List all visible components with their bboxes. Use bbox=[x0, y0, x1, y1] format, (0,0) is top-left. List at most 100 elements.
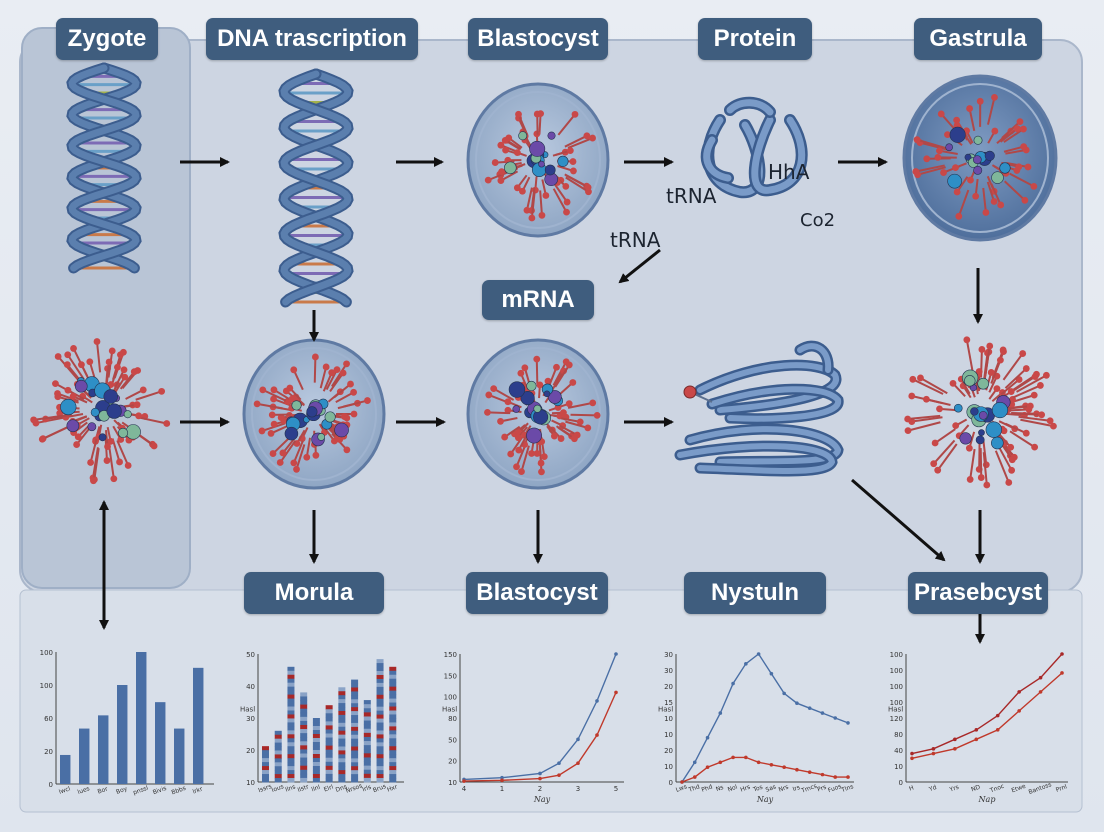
bar-segment bbox=[376, 706, 384, 712]
series-point bbox=[680, 780, 684, 784]
bar-segment bbox=[376, 663, 384, 668]
bar bbox=[174, 728, 185, 784]
bar-segment bbox=[312, 762, 320, 767]
series-point bbox=[953, 737, 957, 742]
x-tick-label: Ns bbox=[715, 784, 725, 793]
bar-segment bbox=[351, 762, 359, 767]
morula-cell bbox=[242, 338, 386, 490]
bar-segment bbox=[363, 716, 371, 721]
bar-segment bbox=[376, 726, 384, 731]
ribbon-end-bead bbox=[683, 385, 697, 399]
bar-segment bbox=[363, 765, 371, 771]
series-line-2 bbox=[911, 672, 1063, 759]
bar-segment bbox=[300, 761, 308, 767]
molecule-cluster-left bbox=[30, 338, 171, 485]
bar-segment bbox=[274, 766, 282, 771]
bar-segment bbox=[325, 713, 333, 718]
x-tick-label: 2 bbox=[538, 785, 542, 793]
bar-segment bbox=[351, 711, 359, 716]
series-point bbox=[931, 751, 936, 756]
bar-segment bbox=[287, 666, 295, 672]
bar-segment bbox=[274, 774, 282, 779]
gastrula-cell bbox=[902, 74, 1058, 242]
bar-segment bbox=[389, 678, 397, 684]
series-point bbox=[846, 775, 850, 779]
bar-segment bbox=[287, 746, 295, 751]
bar-segment bbox=[389, 722, 397, 727]
bar-segment bbox=[363, 712, 371, 717]
bar-segment bbox=[389, 738, 397, 743]
series-point bbox=[807, 770, 812, 774]
x-tick-label: Yd bbox=[927, 784, 938, 794]
bar-segment bbox=[351, 746, 359, 751]
bar-segment bbox=[287, 670, 295, 676]
bar-segment bbox=[287, 766, 295, 771]
x-tick-label: Thd bbox=[687, 783, 701, 794]
series-point bbox=[910, 756, 914, 761]
chart-3-ytick: 150 bbox=[444, 651, 457, 659]
bar-segment bbox=[300, 729, 308, 734]
bar-segment bbox=[325, 777, 333, 783]
bar-segment bbox=[389, 714, 397, 719]
bar-segment bbox=[300, 745, 308, 750]
bar-segment bbox=[325, 765, 333, 771]
bar-segment bbox=[312, 718, 320, 723]
chart-2-ytick: 50 bbox=[246, 651, 255, 659]
bar-segment bbox=[376, 742, 384, 747]
chart-5-ytick: 40 bbox=[894, 747, 903, 755]
bar bbox=[155, 702, 166, 784]
bar-segment bbox=[351, 774, 359, 779]
arrow-fold-to-prasebcyst bbox=[851, 478, 946, 562]
bar-segment bbox=[389, 702, 397, 707]
series-point bbox=[833, 716, 838, 720]
bar-segment bbox=[338, 707, 346, 712]
x-tick-label: ND bbox=[970, 784, 981, 794]
stage-label-zygote: Zygote bbox=[56, 18, 158, 60]
bar-segment bbox=[338, 710, 346, 716]
bar-segment bbox=[287, 770, 295, 775]
x-tick-label: Tlns bbox=[840, 783, 855, 794]
series-point bbox=[1060, 671, 1064, 675]
series-point bbox=[807, 706, 812, 710]
bar-segment bbox=[389, 762, 397, 767]
annotation-hha: HhA bbox=[768, 160, 810, 184]
bar-segment bbox=[389, 674, 397, 680]
bar-segment bbox=[274, 734, 282, 740]
chart-4-ytick: 0 bbox=[669, 779, 673, 787]
x-tick-label: 1 bbox=[500, 785, 504, 793]
chart-4-ytick: 15 bbox=[664, 699, 673, 707]
x-tick-label: lwcl bbox=[58, 785, 72, 796]
chart-3-xlabel: Nay bbox=[533, 795, 551, 804]
bar-segment bbox=[376, 702, 384, 708]
chart-3-ytick: 10 bbox=[448, 779, 457, 787]
bar-segment bbox=[338, 726, 346, 732]
bar-segment bbox=[363, 769, 371, 775]
bar-segment bbox=[300, 749, 308, 754]
series-point bbox=[705, 735, 710, 740]
series-point bbox=[614, 690, 618, 695]
bar-segment bbox=[287, 718, 295, 723]
bar-segment bbox=[300, 692, 308, 697]
bar-segment bbox=[338, 778, 346, 783]
bar bbox=[193, 667, 204, 784]
series-point bbox=[595, 733, 599, 737]
bar-segment bbox=[312, 774, 320, 779]
bar bbox=[136, 652, 147, 784]
chart-5-ytick: 100 bbox=[890, 683, 903, 691]
bar-segment bbox=[389, 746, 397, 751]
bar-segment bbox=[363, 732, 371, 738]
bar-segment bbox=[262, 758, 269, 763]
bar-segment bbox=[338, 691, 346, 696]
bar-segment bbox=[287, 730, 295, 735]
x-tick-label: llnl bbox=[311, 784, 322, 794]
chart-2-ytick: 10 bbox=[246, 779, 255, 787]
chart-1-ytick: 100 bbox=[40, 682, 53, 690]
bar bbox=[117, 685, 128, 784]
chart-3-ytick: 50 bbox=[448, 736, 457, 744]
bar-segment bbox=[287, 754, 295, 759]
chart-2-ytick: 20 bbox=[246, 747, 255, 755]
bar-segment bbox=[338, 770, 346, 775]
bar-segment bbox=[389, 778, 397, 783]
bar-segment bbox=[376, 698, 384, 704]
chart-4-ytick: 10 bbox=[664, 715, 673, 723]
